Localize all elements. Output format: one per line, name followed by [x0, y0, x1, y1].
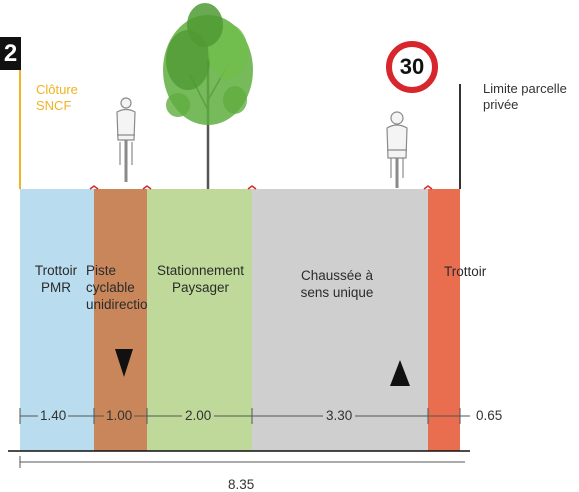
section-number-badge: 2: [0, 37, 21, 70]
speed-limit-value: 30: [399, 54, 425, 79]
cyclist-icon-left: [116, 97, 136, 182]
speed-limit-sign-icon: [386, 41, 438, 93]
curb-mark-3: [247, 185, 257, 190]
zone-sidewalk-pmr: Trottoir PMR: [20, 189, 94, 451]
dimension-label-5: 0.65: [476, 408, 503, 423]
curb-mark-4: [423, 185, 433, 190]
zone-one-way-road: Chaussée à sens unique: [252, 189, 428, 451]
zone-label-sidewalk: Trottoir: [444, 264, 487, 279]
zone-landscaped-parking: Stationnement Paysager: [147, 189, 252, 451]
total-width-label: 8.35: [224, 478, 259, 492]
up-arrow-icon: [390, 360, 410, 386]
zone-label-one-way-road: Chaussée à sens unique: [300, 268, 374, 300]
cyclist-icon-right: [386, 111, 408, 188]
curb-mark-2: [142, 185, 152, 190]
zone-sidewalk: [428, 189, 460, 451]
fence-label: Clôture SNCF: [36, 82, 78, 113]
zone-label-sidewalk-pmr: Trottoir PMR: [34, 263, 78, 295]
dimension-label-1: 1.40: [38, 408, 69, 424]
down-arrow-icon: [115, 349, 133, 377]
dimension-lines: [19, 408, 470, 468]
zone-bike-lane: [94, 189, 147, 451]
dimension-label-4: 3.30: [323, 408, 356, 424]
dimension-label-3: 2.00: [182, 408, 215, 424]
curb-mark-1: [89, 185, 99, 190]
property-limit-label: Limite parcelle privée: [483, 81, 567, 112]
dimension-label-2: 1.00: [104, 408, 135, 424]
zone-label-landscaped-parking: Stationnement Paysager: [156, 263, 245, 295]
tree-icon: [163, 3, 253, 189]
